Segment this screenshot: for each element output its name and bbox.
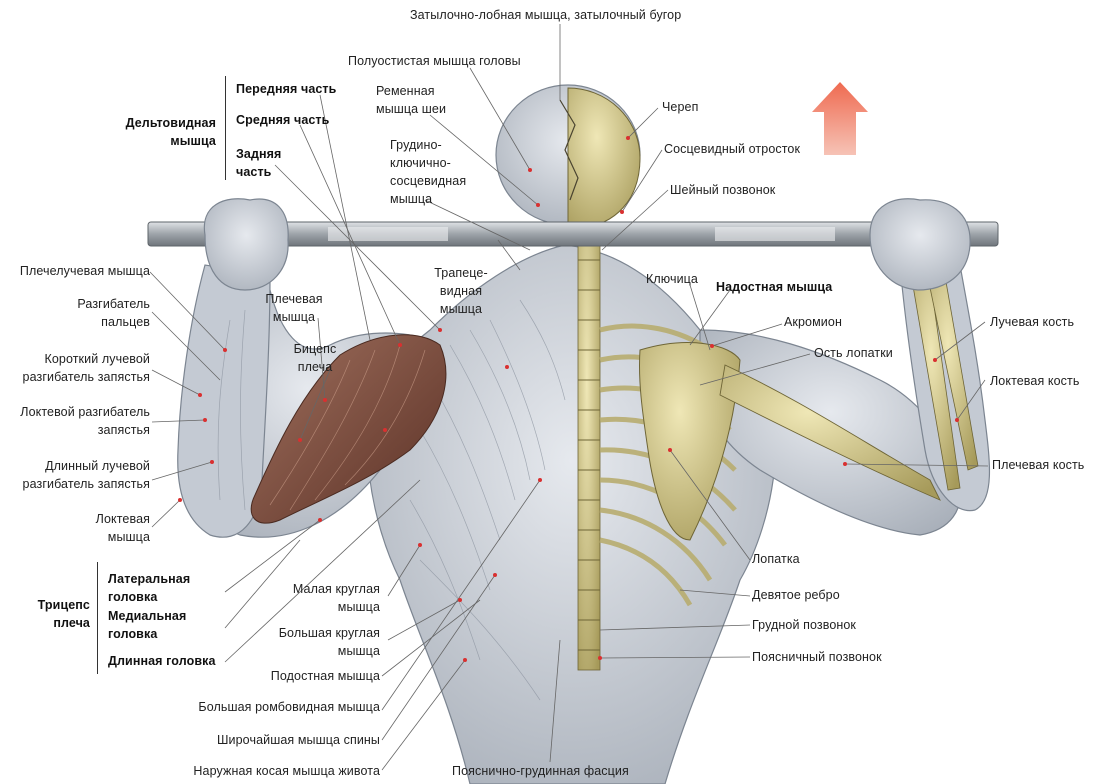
label-triceps-lateral: Латеральная головка	[108, 570, 190, 606]
label-line: мышца	[170, 134, 216, 148]
label-skull: Череп	[662, 100, 699, 114]
marker-dots	[178, 136, 959, 662]
leader-lines	[149, 24, 989, 771]
label-line: Медиальная	[108, 609, 187, 623]
label-line: Задняя	[236, 147, 282, 161]
label-line: Латеральная	[108, 572, 191, 586]
label-line: мышца	[337, 644, 380, 658]
label-teres-minor: Малая круглая мышца	[240, 580, 380, 616]
label-line: Грудино-	[390, 138, 442, 152]
label-lumbar-vertebra: Поясничный позвонок	[752, 650, 882, 664]
label-line: мышца	[337, 600, 380, 614]
label-rhomboid-major: Большая ромбовидная мышца	[198, 700, 380, 714]
label-line: Плечевая	[265, 292, 323, 306]
spine	[577, 229, 601, 671]
label-splenius-cervicis: Ременная мышца шеи	[376, 82, 446, 118]
label-clavicle: Ключица	[646, 272, 698, 286]
label-ninth-rib: Девятое ребро	[752, 588, 840, 602]
label-deltoid: Дельтовидная мышца	[108, 114, 216, 150]
label-triceps: Трицепс плеча	[10, 596, 90, 632]
label-ecu: Локтевой разгибатель запястья	[0, 403, 150, 439]
label-line: Длинный лучевой	[45, 459, 150, 473]
label-line: сосцевидная	[390, 174, 467, 188]
label-line: плеча	[53, 616, 90, 630]
label-line: разгибатель запястья	[22, 477, 150, 491]
label-trapezius: Трапеце-видная мышца	[424, 264, 498, 318]
label-line: Трицепс	[37, 598, 90, 612]
label-line: мышца	[107, 530, 150, 544]
label-line: головка	[108, 590, 158, 604]
deltoid-bracket	[225, 76, 226, 180]
label-deltoid-middle: Средняя часть	[236, 113, 330, 127]
label-semispinalis-capitis: Полуостистая мышца головы	[348, 54, 521, 68]
label-mastoid-process: Сосцевидный отросток	[664, 142, 801, 156]
label-sternocleidomastoid: Грудино-ключично-сосцевидная мышца	[390, 136, 466, 208]
label-extensor-digitorum: Разгибатель пальцев	[0, 295, 150, 331]
label-line: разгибатель запястья	[22, 370, 150, 384]
label-triceps-long: Длинная головка	[108, 654, 216, 668]
label-line: ключично-	[390, 156, 451, 170]
label-line: мышца	[272, 310, 316, 324]
label-biceps: Бицепс плеча	[286, 340, 344, 376]
label-brachioradialis: Плечелучевая мышца	[19, 264, 150, 278]
label-line: запястья	[97, 423, 150, 437]
label-deltoid-front: Передняя часть	[236, 82, 337, 96]
left-hand	[203, 198, 289, 291]
label-line: мышца	[390, 192, 433, 206]
label-scapular-spine: Ость лопатки	[814, 346, 893, 360]
label-line: плеча	[297, 360, 333, 374]
label-deltoid-rear: Задняя часть	[236, 145, 281, 181]
label-line: Дельтовидная	[125, 116, 216, 130]
label-line: Трапеце-	[434, 266, 488, 280]
label-thoracolumbar-fascia: Пояснично-грудинная фасция	[452, 764, 629, 778]
skull	[495, 84, 641, 229]
label-infraspinatus: Подостная мышца	[270, 669, 380, 683]
label-acromion: Акромион	[784, 315, 842, 329]
label-line: Малая круглая	[292, 582, 380, 596]
label-supraspinatus: Надостная мышца	[716, 280, 833, 294]
label-radius: Лучевая кость	[990, 315, 1075, 329]
label-line: Бицепс	[293, 342, 337, 356]
label-external-oblique: Наружная косая мышца живота	[193, 764, 380, 778]
label-thoracic-vertebra: Грудной позвонок	[752, 618, 857, 632]
label-line: видная	[439, 284, 483, 298]
label-ecrl: Длинный лучевой разгибатель запястья	[0, 457, 150, 493]
label-occipitofrontalis: Затылочно-лобная мышца, затылочный бугор	[410, 8, 682, 22]
label-line: Ременная	[376, 84, 435, 98]
label-triceps-medial: Медиальная головка	[108, 607, 186, 643]
label-ecrb: Короткий лучевой разгибатель запястья	[0, 350, 150, 386]
humerus	[719, 275, 979, 501]
label-ulna: Локтевая кость	[990, 374, 1080, 388]
barbell	[147, 221, 999, 247]
right-hand	[869, 198, 971, 291]
label-line: часть	[236, 165, 272, 179]
label-teres-major: Большая круглая мышца	[240, 624, 380, 660]
label-brachialis: Плечевая мышца	[262, 290, 326, 326]
label-line: головка	[108, 627, 158, 641]
label-line: пальцев	[101, 315, 150, 329]
label-cervical-vertebra: Шейный позвонок	[670, 183, 776, 197]
label-latissimus-dorsi: Широчайшая мышца спины	[216, 733, 380, 747]
triceps-bracket	[97, 562, 98, 674]
label-line: Короткий лучевой	[44, 352, 150, 366]
label-anconeus: Локтевая мышца	[0, 510, 150, 546]
label-line: Локтевая	[95, 512, 150, 526]
label-line: Разгибатель	[77, 297, 150, 311]
label-humerus: Плечевая кость	[992, 458, 1085, 472]
scapula	[638, 342, 741, 541]
label-line: Большая круглая	[278, 626, 380, 640]
label-scapula: Лопатка	[752, 552, 800, 566]
label-line: мышца шеи	[376, 102, 447, 116]
deltoid-muscle	[250, 334, 447, 524]
label-line: мышца	[439, 302, 483, 316]
label-line: Локтевой разгибатель	[20, 405, 150, 419]
up-arrow-icon	[812, 82, 868, 155]
